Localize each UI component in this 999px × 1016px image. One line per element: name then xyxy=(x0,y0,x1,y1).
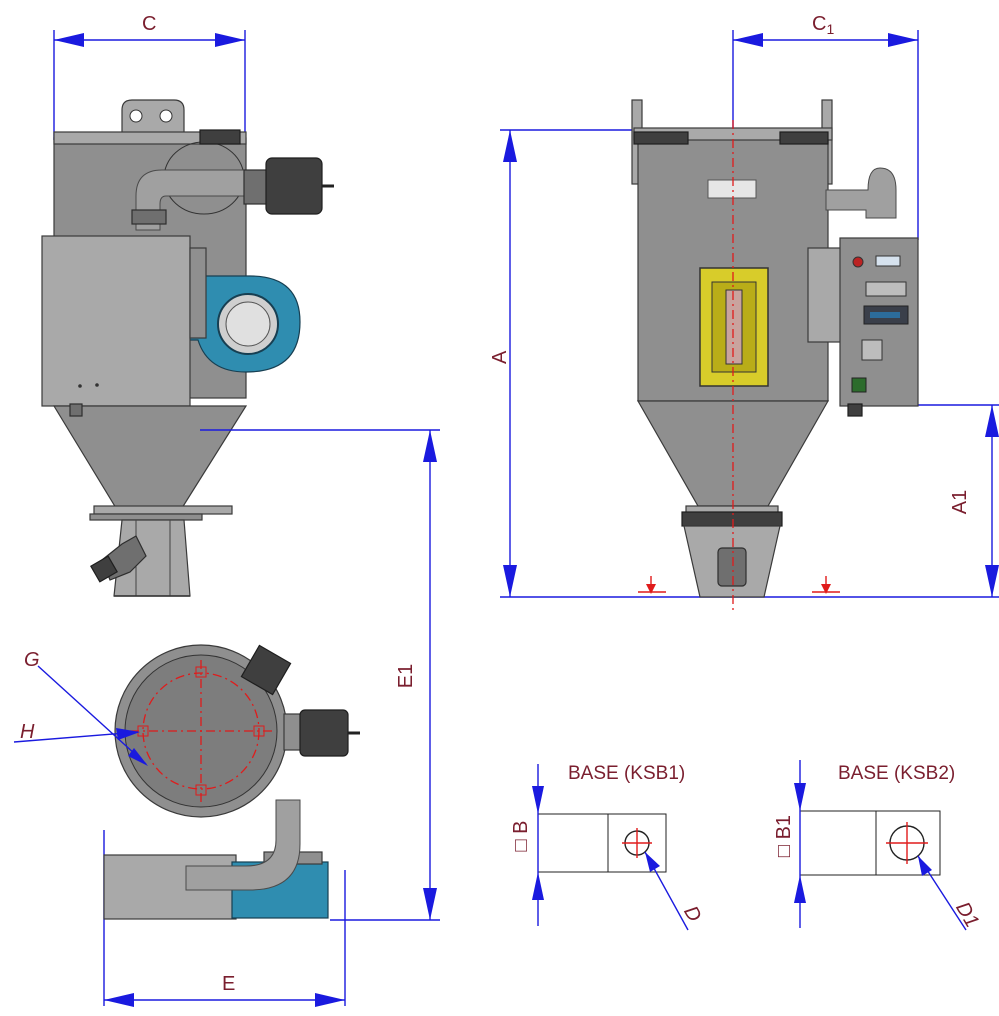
dimension-e1: E1 xyxy=(200,429,440,921)
side-cabinet xyxy=(41,235,191,407)
air-filter-top xyxy=(299,709,349,757)
side-view: C1 A A1 xyxy=(489,13,999,612)
dimension-a1: A1 xyxy=(912,404,999,597)
base-ksb2: BASE (KSB2) □ B1 D1 xyxy=(773,760,983,931)
callout-h: H xyxy=(13,721,140,743)
front-view: C xyxy=(41,13,334,597)
label-h: H xyxy=(20,721,35,743)
dimension-c: C xyxy=(53,13,246,140)
control-box-top xyxy=(240,644,292,696)
dimension-c1: C1 xyxy=(732,13,919,240)
hopper-cone xyxy=(52,405,248,509)
label-base2: BASE (KSB2) xyxy=(838,763,955,784)
hopper-cone-side xyxy=(636,400,830,507)
label-base1: BASE (KSB1) xyxy=(568,763,685,784)
air-filter xyxy=(265,157,323,215)
anchor-markers xyxy=(638,576,840,594)
callout-g: G xyxy=(24,649,148,766)
label-e: E xyxy=(222,973,235,995)
label-g: G xyxy=(24,649,40,671)
base-ksb1: BASE (KSB1) □ B D xyxy=(510,763,705,931)
label-a1: A1 xyxy=(949,490,971,514)
label-d1: D1 xyxy=(951,898,983,931)
label-c1: C1 xyxy=(812,13,834,37)
top-view: E1 E xyxy=(13,429,440,1007)
logo-plate xyxy=(707,179,757,199)
label-a: A xyxy=(489,350,511,364)
air-hose-top xyxy=(185,799,301,891)
label-b1: □ B1 xyxy=(773,815,795,857)
label-c: C xyxy=(142,13,156,35)
label-b: □ B xyxy=(510,821,532,852)
label-e1: E1 xyxy=(395,664,417,688)
